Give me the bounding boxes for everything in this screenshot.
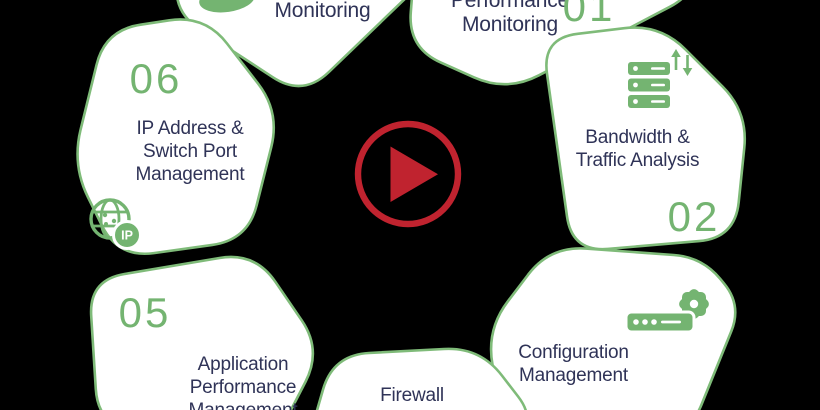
petal-number-01: 01 [562, 0, 616, 30]
petal-firewall [315, 347, 527, 410]
petal-performance-monitoring-label: Performance Monitoring [450, 0, 570, 36]
ip-badge-label: IP [121, 229, 133, 243]
petal-number-05: 05 [118, 289, 172, 336]
petal-application-performance-label: Application Performance Management [189, 354, 298, 410]
petal-number-02: 02 [667, 193, 721, 240]
petal-firewall-label: Firewall [380, 385, 444, 406]
petal-configuration-label: Configuration Management [518, 342, 629, 386]
petal-application-performance [89, 255, 315, 410]
play-icon [390, 146, 438, 202]
router-gear-icon [624, 289, 709, 334]
globe-ip-icon: IP [89, 198, 142, 250]
petal-network-monitoring [176, 0, 406, 88]
petal-performance-monitoring [409, 0, 683, 86]
petal-ip-address-label: IP Address & Switch Port Management [135, 118, 245, 185]
petal-number-06: 06 [129, 55, 183, 102]
petal-ip-address [76, 18, 275, 256]
petal-bandwidth-traffic-label: Bandwidth & Traffic Analysis [575, 127, 700, 171]
monitor-screen-icon [199, 0, 255, 13]
play-button[interactable] [352, 118, 464, 230]
petal-network-monitoring-label: Monitoring [274, 0, 371, 22]
server-traffic-arrows-icon [628, 49, 693, 108]
